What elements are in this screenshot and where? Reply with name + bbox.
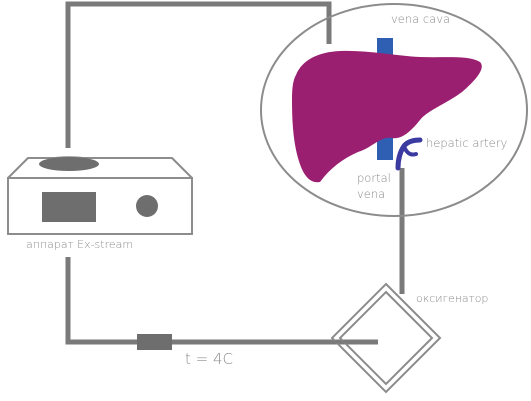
tube-return	[65, 257, 378, 345]
tubing-circuit	[65, 1, 405, 345]
label-device: аппарат Ex-stream	[26, 238, 133, 251]
inline-filter-icon	[137, 334, 172, 350]
pump-device-icon	[7, 156, 193, 235]
portal-vein-vessel	[402, 144, 418, 157]
pump-top-face	[7, 157, 193, 179]
tube-outflow	[65, 1, 332, 148]
labels: vena cava hepatic artery portal vena апп…	[26, 12, 507, 368]
pump-knob	[136, 195, 158, 217]
label-oxygenator: оксигенатор	[416, 292, 488, 305]
organ-chamber	[260, 3, 528, 217]
label-hepatic-artery: hepatic artery	[426, 136, 507, 150]
oxygenator-diamond-icon	[330, 282, 442, 394]
liver-shape-icon	[292, 50, 482, 183]
label-vena-cava: vena cava	[391, 12, 450, 26]
pump-lid-top	[39, 157, 99, 171]
pump-display	[42, 192, 96, 222]
oxygenator-outer	[330, 282, 442, 394]
label-portal-line2: vena	[357, 187, 385, 201]
label-temperature: t = 4C	[185, 350, 233, 368]
label-portal-line1: portal	[357, 171, 391, 185]
oxygenator-inner	[338, 290, 434, 386]
pump-body	[7, 177, 193, 235]
